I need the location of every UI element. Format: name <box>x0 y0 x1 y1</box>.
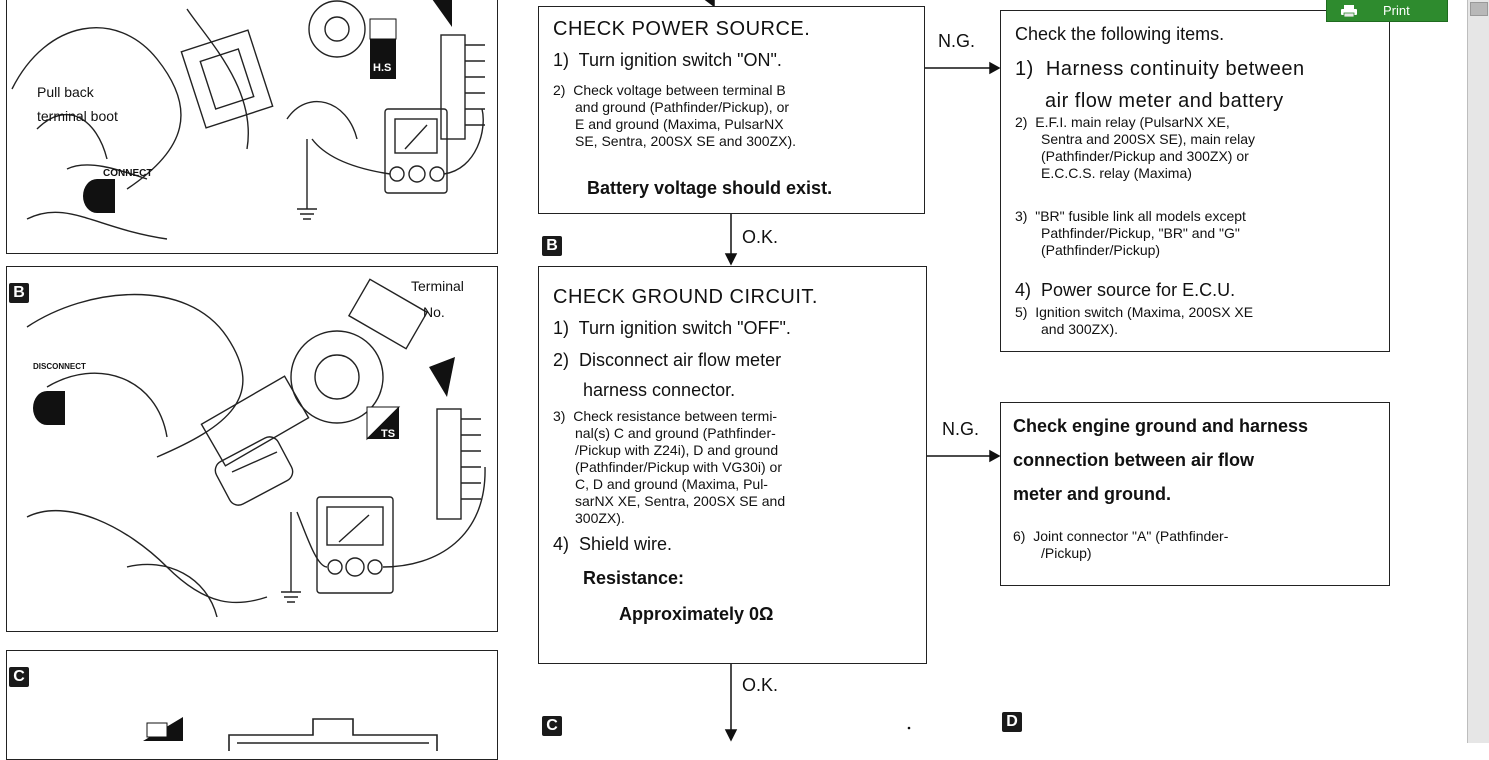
print-button[interactable]: Print <box>1326 0 1448 22</box>
check-items-box: Check the following items. 1) Harness co… <box>1000 10 1390 352</box>
engine-item-6-line-1: 6) Joint connector "A" (Pathfinder- <box>1013 528 1229 544</box>
power-step-2-line-4: SE, Sentra, 200SX SE and 300ZX). <box>575 133 797 149</box>
item-3-line-2: Pathfinder/Pickup, "BR" and "G" <box>1041 225 1240 241</box>
ground-step-2-line-2: harness connector. <box>583 380 736 400</box>
item-1-line-2: air flow meter and battery <box>1045 90 1284 112</box>
items-title: Check the following items. <box>1015 24 1225 44</box>
label-no: No. <box>423 304 445 320</box>
label-pull-back: Pull back <box>37 84 94 100</box>
figure-panel-c: C <box>6 650 498 760</box>
engine-title-line-1: Check engine ground and harness <box>1013 416 1309 436</box>
label-hs: H.S <box>373 62 392 74</box>
printer-icon <box>1341 4 1357 17</box>
power-step-2-line-2: and ground (Pathfinder/Pickup), or <box>575 99 790 115</box>
item-2-line-4: E.C.C.S. relay (Maxima) <box>1041 165 1192 181</box>
ng-label-2: N.G. <box>942 419 980 439</box>
item-3-line-3: (Pathfinder/Pickup) <box>1041 242 1161 258</box>
ground-step-3-line-3: /Pickup with Z24i), D and ground <box>575 442 779 458</box>
ground-title: CHECK GROUND CIRCUIT. <box>553 286 818 308</box>
item-1-line-1: 1) Harness continuity between <box>1015 58 1305 80</box>
ground-step-3-line-7: 300ZX). <box>575 510 625 526</box>
ground-step-2-line-1: 2) Disconnect air flow meter <box>553 350 782 370</box>
illustration-connector-c <box>143 717 438 751</box>
item-2-line-2: Sentra and 200SX SE), main relay <box>1041 131 1256 147</box>
power-step-2-line-3: E and ground (Maxima, PulsarNX <box>575 116 784 132</box>
flow-connectors <box>704 0 1001 742</box>
item-2-line-1: 2) E.F.I. main relay (PulsarNX XE, <box>1015 114 1230 130</box>
flow-badge-d: D <box>1002 712 1022 732</box>
item-3-line-1: 3) "BR" fusible link all models except <box>1015 208 1246 224</box>
ground-result-value: Approximately 0Ω <box>619 604 774 624</box>
label-connect: CONNECT <box>103 168 153 179</box>
illustration-power-check <box>11 0 485 240</box>
ground-step-4: 4) Shield wire. <box>553 534 673 554</box>
ground-step-3-line-4: (Pathfinder/Pickup with VG30i) or <box>575 459 782 475</box>
engine-title-line-2: connection between air flow <box>1013 450 1255 470</box>
flow-badge-b: B <box>542 236 562 256</box>
ok-label-1: O.K. <box>742 227 779 247</box>
ng-label-1: N.G. <box>938 31 976 51</box>
power-step-1: 1) Turn ignition switch "ON". <box>553 50 782 70</box>
figure-panel-b: B Terminal No. DISCONNECT <box>6 266 498 632</box>
label-terminal: Terminal <box>411 278 464 294</box>
figure-badge-c: C <box>9 667 29 687</box>
illustration-ground-check <box>26 278 486 618</box>
power-title: CHECK POWER SOURCE. <box>553 18 811 40</box>
power-result: Battery voltage should exist. <box>587 178 833 198</box>
check-power-source-box: CHECK POWER SOURCE. 1) Turn ignition swi… <box>538 6 925 214</box>
right-scroll-edge[interactable] <box>1467 0 1489 743</box>
engine-item-6-line-2: /Pickup) <box>1041 545 1092 561</box>
engine-title-line-3: meter and ground. <box>1013 484 1172 504</box>
ground-step-3-line-5: C, D and ground (Maxima, Pul- <box>575 476 768 492</box>
print-button-label: Print <box>1383 3 1410 18</box>
ok-label-2: O.K. <box>742 675 779 695</box>
figure-panel-a: Pull back terminal boot CONNECT H.S <box>6 0 498 254</box>
ground-step-1: 1) Turn ignition switch "OFF". <box>553 318 791 338</box>
figure-badge-b: B <box>9 283 29 303</box>
label-disconnect: DISCONNECT <box>33 362 86 371</box>
ground-step-3-line-1: 3) Check resistance between termi- <box>553 408 778 424</box>
ground-step-3-line-6: sarNX XE, Sentra, 200SX SE and <box>575 493 786 509</box>
flow-badge-c: C <box>542 716 562 736</box>
edit-corner-icon[interactable] <box>1470 2 1488 16</box>
item-5-line-2: and 300ZX). <box>1041 321 1119 337</box>
ground-step-3-line-2: nal(s) C and ground (Pathfinder- <box>575 425 776 441</box>
item-5-line-1: 5) Ignition switch (Maxima, 200SX XE <box>1015 304 1254 320</box>
item-2-line-3: (Pathfinder/Pickup and 300ZX) or <box>1041 148 1249 164</box>
check-ground-circuit-box: CHECK GROUND CIRCUIT. 1) Turn ignition s… <box>538 266 927 664</box>
power-step-2-line-1: 2) Check voltage between terminal B <box>553 82 786 98</box>
label-terminal-boot: terminal boot <box>37 108 118 124</box>
label-ts: TS <box>381 428 396 440</box>
ground-result-label: Resistance: <box>583 568 685 588</box>
check-engine-ground-box: Check engine ground and harness connecti… <box>1000 402 1390 586</box>
item-4: 4) Power source for E.C.U. <box>1015 280 1236 300</box>
